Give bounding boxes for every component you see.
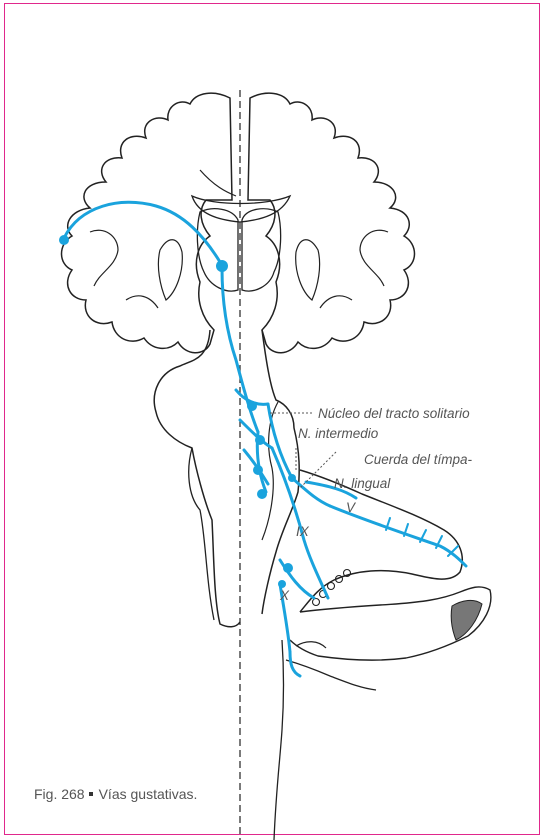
brainstem [154, 330, 240, 627]
medulla-right [262, 402, 278, 540]
figure-caption-text: Vías gustativas. [99, 786, 198, 802]
label-x: X [279, 588, 290, 603]
left-brainstem-curve [200, 170, 236, 196]
bullet-icon [89, 792, 93, 796]
right-sulcus-2 [320, 296, 352, 308]
left-hemisphere [62, 93, 233, 353]
left-sulcus-1 [90, 230, 118, 286]
label-n-lingual: N. lingual [334, 476, 391, 491]
label-ix: IX [296, 524, 310, 539]
label-cuerda-timpano: Cuerda del tímpa- [364, 452, 473, 467]
figure-number: Fig. 268 [34, 786, 85, 802]
label-n-intermedio: N. intermedio [298, 426, 379, 441]
label-v: V [346, 500, 357, 515]
label-nucleo-tracto-solitario: Núcleo del tracto solitario [318, 406, 470, 421]
right-sulcus-1 [360, 230, 388, 286]
pharynx [274, 640, 284, 840]
figure-caption: Fig. 268 Vías gustativas. [34, 786, 197, 802]
right-ventricle [296, 240, 320, 300]
hyoid [451, 600, 482, 640]
cerebellum-left [189, 448, 214, 620]
left-ventricle [158, 240, 182, 300]
epiglottis [296, 642, 326, 648]
right-hemisphere [248, 93, 415, 353]
left-sulcus-2 [126, 296, 158, 308]
